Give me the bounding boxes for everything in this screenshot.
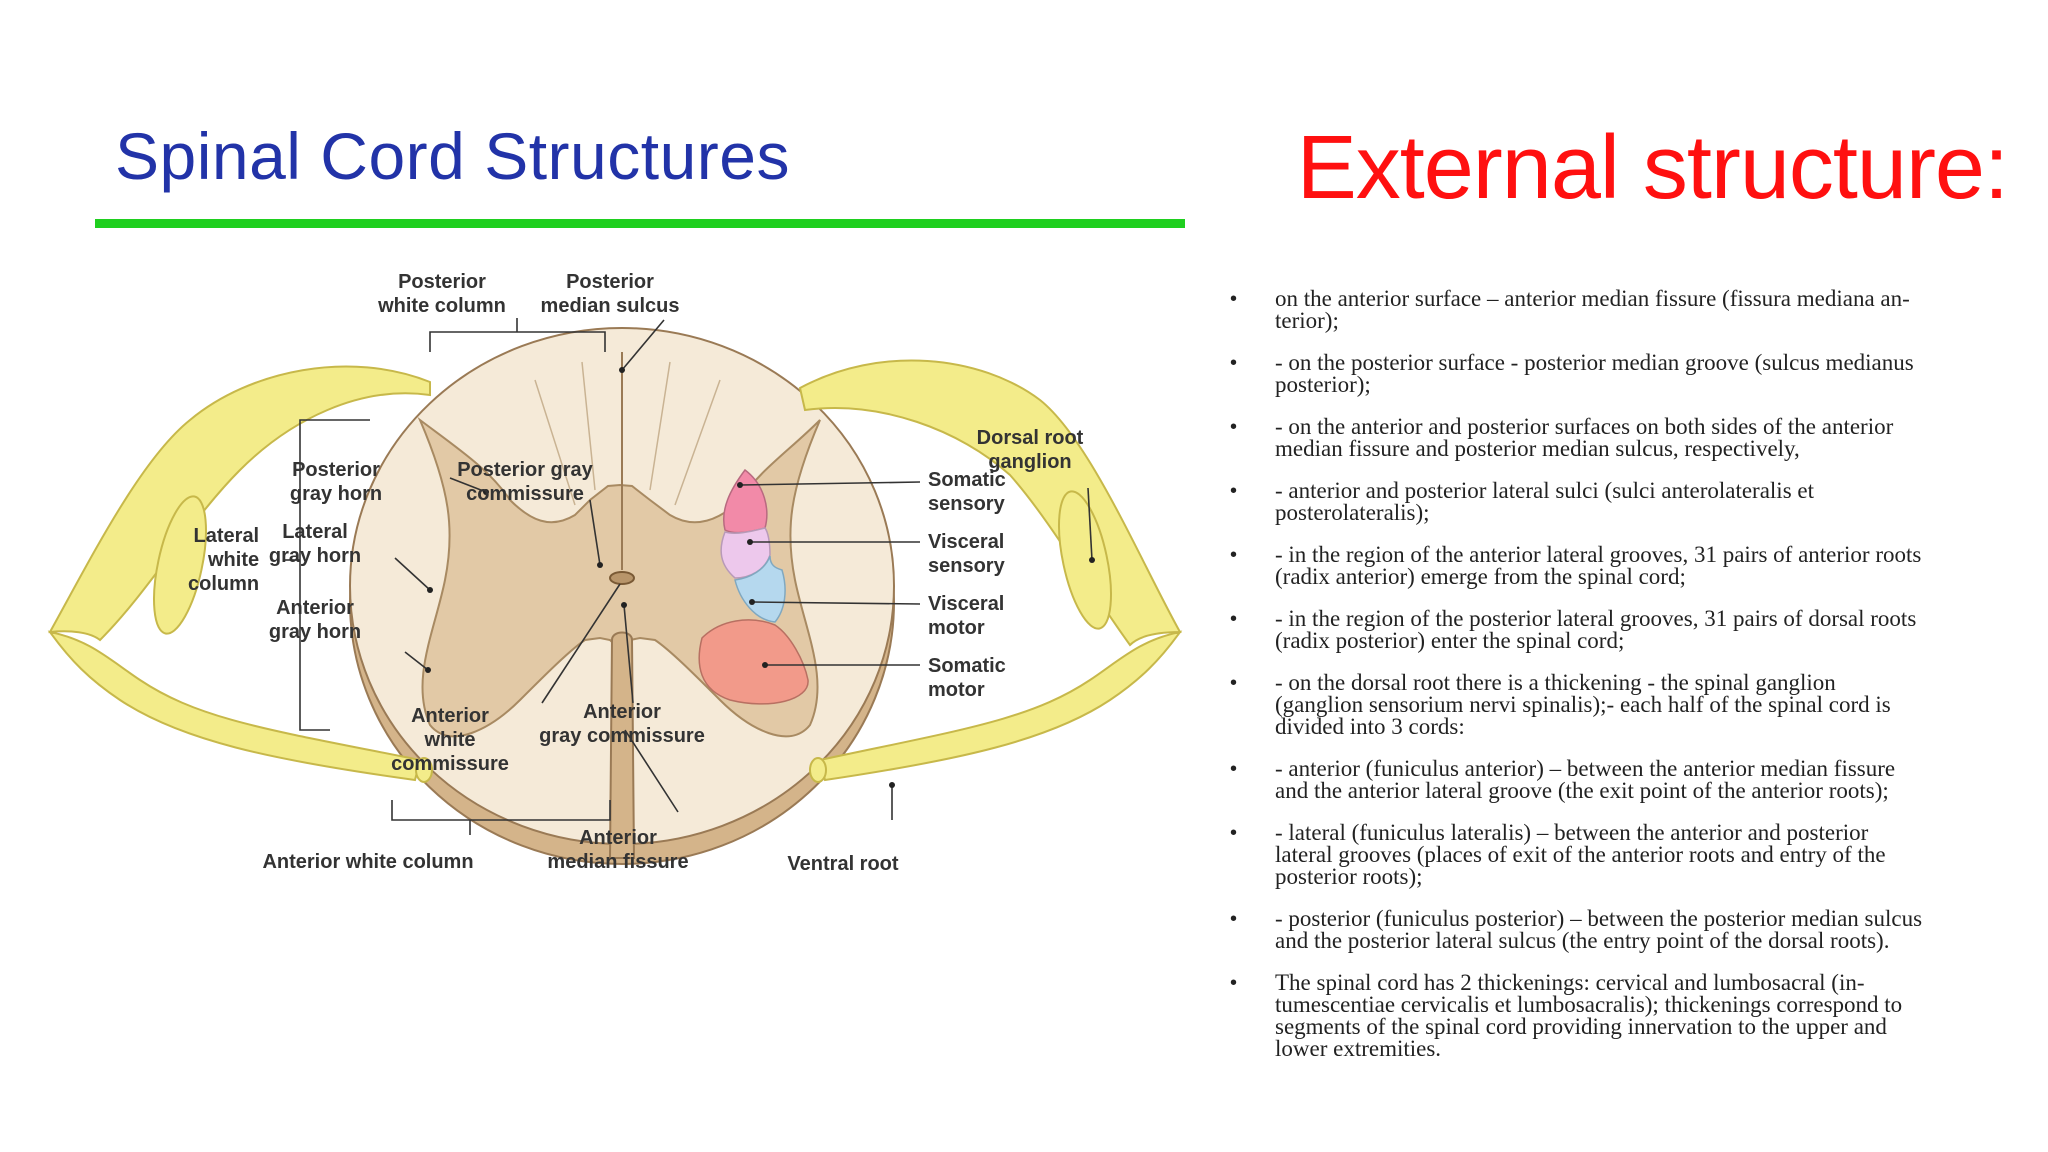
list-item-text: - in the region of the anterior lateral …	[1275, 542, 1922, 589]
list-item-text: - on the anterior and posterior surfaces…	[1275, 414, 1894, 461]
visceral-sensory-zone	[720, 527, 771, 579]
spinal-cord-diagram: Posterior white column Posterior median …	[30, 260, 1210, 900]
bullet-dot: •	[1230, 416, 1238, 438]
list-item: • - lateral (funiculus lateralis) – betwe…	[1230, 820, 2020, 889]
list-item: • - posterior (funiculus posterior) – bet…	[1230, 906, 2020, 953]
anterior-median-fissure	[608, 631, 636, 859]
label-lateral-gray-horn: Lateral gray horn	[268, 521, 362, 567]
list-item: • - on the dorsal root there is a thicken…	[1230, 670, 2020, 739]
list-item-text: - on the posterior surface - posterior m…	[1275, 350, 1914, 397]
bullet-dot: •	[1230, 544, 1238, 566]
label-posterior-gray-horn: Posterior gray horn	[289, 459, 383, 505]
left-ventral-root-stump	[415, 757, 433, 783]
list-item: • - in the region of the posterior latera…	[1230, 606, 2020, 653]
central-canal	[609, 571, 635, 585]
bullet-dot: •	[1230, 672, 1238, 694]
bullet-dot: •	[1230, 822, 1238, 844]
right-ganglion-swelling	[1058, 490, 1112, 630]
list-item-text: - on the dorsal root there is a thickeni…	[1275, 670, 1891, 739]
label-dorsal-root-ganglion: Dorsal root ganglion	[976, 427, 1084, 473]
list-item-text: - in the region of the posterior lateral…	[1275, 606, 1917, 653]
list-item-text: on the anterior surface – anterior media…	[1275, 286, 1910, 333]
list-item-text: - lateral (funiculus lateralis) – betwee…	[1275, 820, 1886, 889]
bullet-dot: •	[1230, 908, 1238, 930]
visceral-motor-zone	[734, 555, 786, 623]
right-ventral-root-stump	[809, 757, 827, 783]
bullet-dot: •	[1230, 758, 1238, 780]
bullet-dot: •	[1230, 352, 1238, 374]
bullet-dot: •	[1230, 480, 1238, 502]
pointer-lines	[285, 318, 1093, 835]
label-posterior-median-sulcus: Posterior median sulcus	[540, 271, 680, 317]
label-posterior-gray-commissure: Posterior gray commissure	[457, 459, 593, 505]
label-anterior-white-column: Anterior white column	[262, 851, 474, 873]
label-anterior-gray-commissure: Anterior gray commissure	[539, 701, 705, 747]
somatic-motor-zone	[698, 619, 809, 705]
label-somatic-motor: Somatic motor	[928, 655, 1006, 701]
label-somatic-sensory: Somatic sensory	[928, 469, 1006, 515]
label-anterior-median-fissure: Anterior median fissure	[547, 827, 689, 873]
label-ventral-root: Ventral root	[787, 853, 899, 875]
label-visceral-sensory: Visceral sensory	[928, 531, 1005, 577]
label-anterior-white-commissure: Anterior white commissure	[391, 705, 509, 775]
label-lateral-white-column: Lateral white column	[188, 525, 260, 595]
bullet-dot: •	[1230, 608, 1238, 630]
title-underline	[95, 219, 1185, 228]
list-item-text: - posterior (funiculus posterior) – betw…	[1275, 906, 1923, 953]
list-item: • on the anterior surface – anterior medi…	[1230, 286, 2020, 333]
section-heading: External structure:	[1296, 118, 2009, 218]
bullet-list: • on the anterior surface – anterior medi…	[1230, 286, 2020, 1080]
list-item: • - anterior (funiculus anterior) – betwe…	[1230, 756, 2020, 803]
left-ganglion-swelling	[153, 495, 207, 635]
figure-title: Spinal Cord Structures	[115, 119, 790, 193]
label-anterior-gray-horn: Anterior gray horn	[268, 597, 362, 643]
bullet-dot: •	[1230, 288, 1238, 310]
bullet-dot: •	[1230, 972, 1238, 994]
list-item: • - anterior and posterior lateral sulci…	[1230, 478, 2020, 525]
pointer-dots	[425, 367, 1095, 788]
list-item: • The spinal cord has 2 thickenings: cerv…	[1230, 970, 2020, 1061]
posterior-column-dividers	[534, 361, 721, 506]
list-item-text: The spinal cord has 2 thickenings: cervi…	[1275, 970, 1903, 1061]
label-visceral-motor: Visceral motor	[928, 593, 1005, 639]
list-item: • - in the region of the anterior lateral…	[1230, 542, 2020, 589]
list-item: • - on the posterior surface - posterior …	[1230, 350, 2020, 397]
label-posterior-white-column: Posterior white column	[378, 271, 506, 317]
list-item: • - on the anterior and posterior surface…	[1230, 414, 2020, 461]
left-dorsal-root-ganglion	[48, 365, 431, 642]
spinal-cord-illustration	[47, 318, 1183, 865]
list-item-text: - anterior (funiculus anterior) – betwee…	[1275, 756, 1896, 803]
list-item-text: - anterior and posterior lateral sulci (…	[1275, 478, 1814, 525]
